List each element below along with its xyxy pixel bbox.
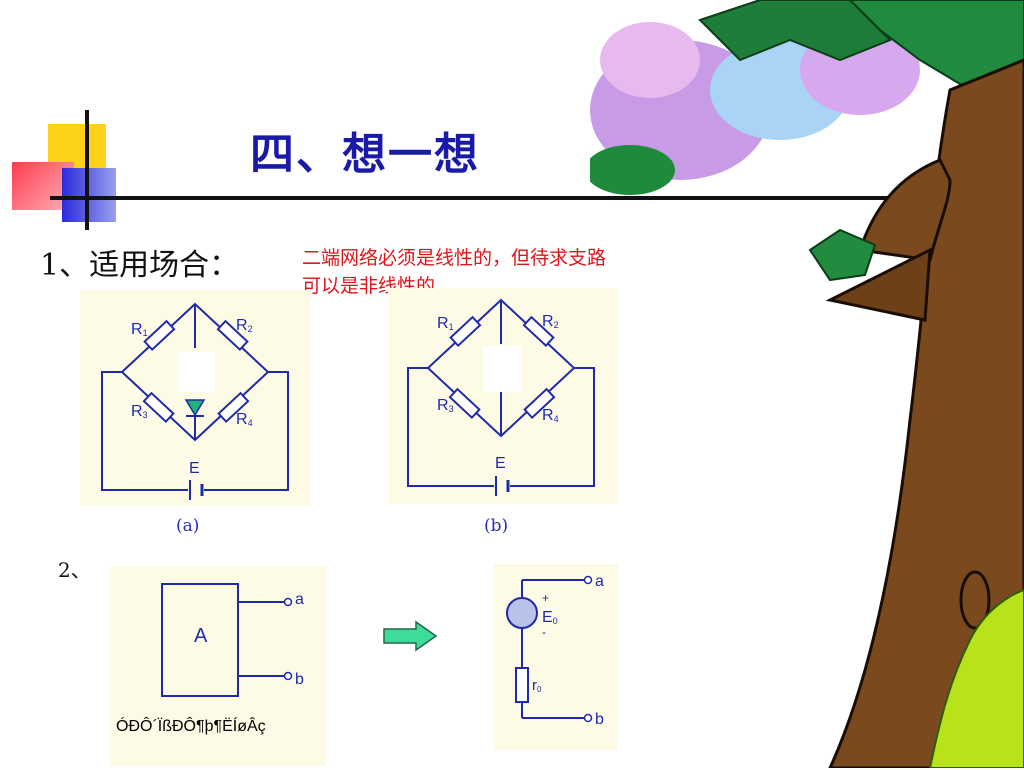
resistor-r2 bbox=[216, 319, 249, 352]
emf-label: E0 bbox=[542, 609, 558, 626]
terminal-a-label: a bbox=[595, 573, 604, 590]
terminal-a-node bbox=[583, 575, 593, 585]
resistor-r2 bbox=[522, 315, 555, 348]
title-horizontal-rule bbox=[50, 196, 900, 200]
network-panel: A a b bbox=[110, 566, 326, 766]
bridge-circuit-b: R1 R2 R3 R4 E bbox=[407, 298, 595, 496]
terminal-a-label: a bbox=[295, 591, 304, 608]
terminal-b-label: b bbox=[295, 671, 304, 688]
slide-title: 四、想一想 bbox=[250, 129, 480, 180]
terminal-b-node bbox=[583, 713, 593, 723]
resistor-r3 bbox=[142, 391, 175, 424]
equivalent-circuit: + E0 - r0 a b bbox=[506, 573, 604, 728]
resistor-r0 bbox=[515, 667, 529, 703]
caption-b: (b) bbox=[484, 516, 509, 536]
terminal-a-node bbox=[283, 597, 293, 607]
network-caption: ÓÐÔ´ÏßÐÔ¶þ¶ËÍøÂç bbox=[116, 718, 266, 735]
label-r3: R3 bbox=[437, 397, 454, 414]
circuit-a-panel: R1 R2 R3 R4 E bbox=[80, 290, 310, 506]
section-2-label: 2、 bbox=[58, 558, 91, 582]
small-leaf-cluster bbox=[808, 228, 877, 282]
terminal-b-label: b bbox=[595, 711, 604, 728]
resistor-label: r0 bbox=[532, 677, 542, 694]
two-terminal-network: A a b bbox=[161, 583, 304, 697]
terminal-b-node bbox=[283, 671, 293, 681]
equivalent-panel: + E0 - r0 a b bbox=[494, 564, 618, 750]
diode-icon bbox=[184, 399, 206, 417]
section-1-label: 1、适用场合： bbox=[40, 248, 240, 283]
leaf-canopy bbox=[698, 0, 892, 62]
minus-sign: - bbox=[542, 625, 546, 639]
plus-sign: + bbox=[542, 591, 549, 605]
tree-branch bbox=[825, 247, 932, 322]
label-r2: R2 bbox=[542, 313, 559, 330]
tree-illustration bbox=[590, 0, 1024, 768]
label-source: E bbox=[495, 455, 506, 472]
label-r4: R4 bbox=[236, 411, 253, 428]
network-box-label: A bbox=[194, 625, 208, 647]
voltage-source-icon bbox=[506, 597, 538, 629]
wire bbox=[101, 371, 289, 491]
label-r2: R2 bbox=[236, 317, 253, 334]
blue-square bbox=[62, 168, 116, 222]
note-line-1: 二端网络必须是线性的，但待求支路 bbox=[302, 247, 607, 269]
label-r1: R1 bbox=[437, 315, 454, 332]
caption-a: (a) bbox=[176, 516, 200, 536]
leaf-mass bbox=[590, 145, 675, 195]
center-block bbox=[483, 346, 521, 392]
center-block bbox=[177, 352, 215, 392]
flower-cluster bbox=[600, 22, 700, 98]
resistor-r4 bbox=[217, 391, 250, 424]
right-arrow-icon bbox=[383, 620, 438, 652]
resistor-r1 bbox=[449, 315, 482, 348]
trunk-knot bbox=[959, 570, 991, 630]
bridge-circuit-a: R1 R2 R3 R4 E bbox=[101, 302, 289, 500]
title-vertical-rule bbox=[85, 110, 89, 230]
label-r3: R3 bbox=[131, 403, 148, 420]
logo-decoration bbox=[12, 118, 142, 228]
resistor-r3 bbox=[448, 387, 481, 420]
network-box bbox=[161, 583, 239, 697]
wire bbox=[407, 367, 595, 487]
label-r4: R4 bbox=[542, 407, 559, 424]
circuit-b-panel: R1 R2 R3 R4 E bbox=[388, 288, 618, 504]
label-source: E bbox=[189, 460, 200, 477]
resistor-r4 bbox=[523, 387, 556, 420]
label-r1: R1 bbox=[131, 321, 148, 338]
resistor-r1 bbox=[143, 319, 176, 352]
